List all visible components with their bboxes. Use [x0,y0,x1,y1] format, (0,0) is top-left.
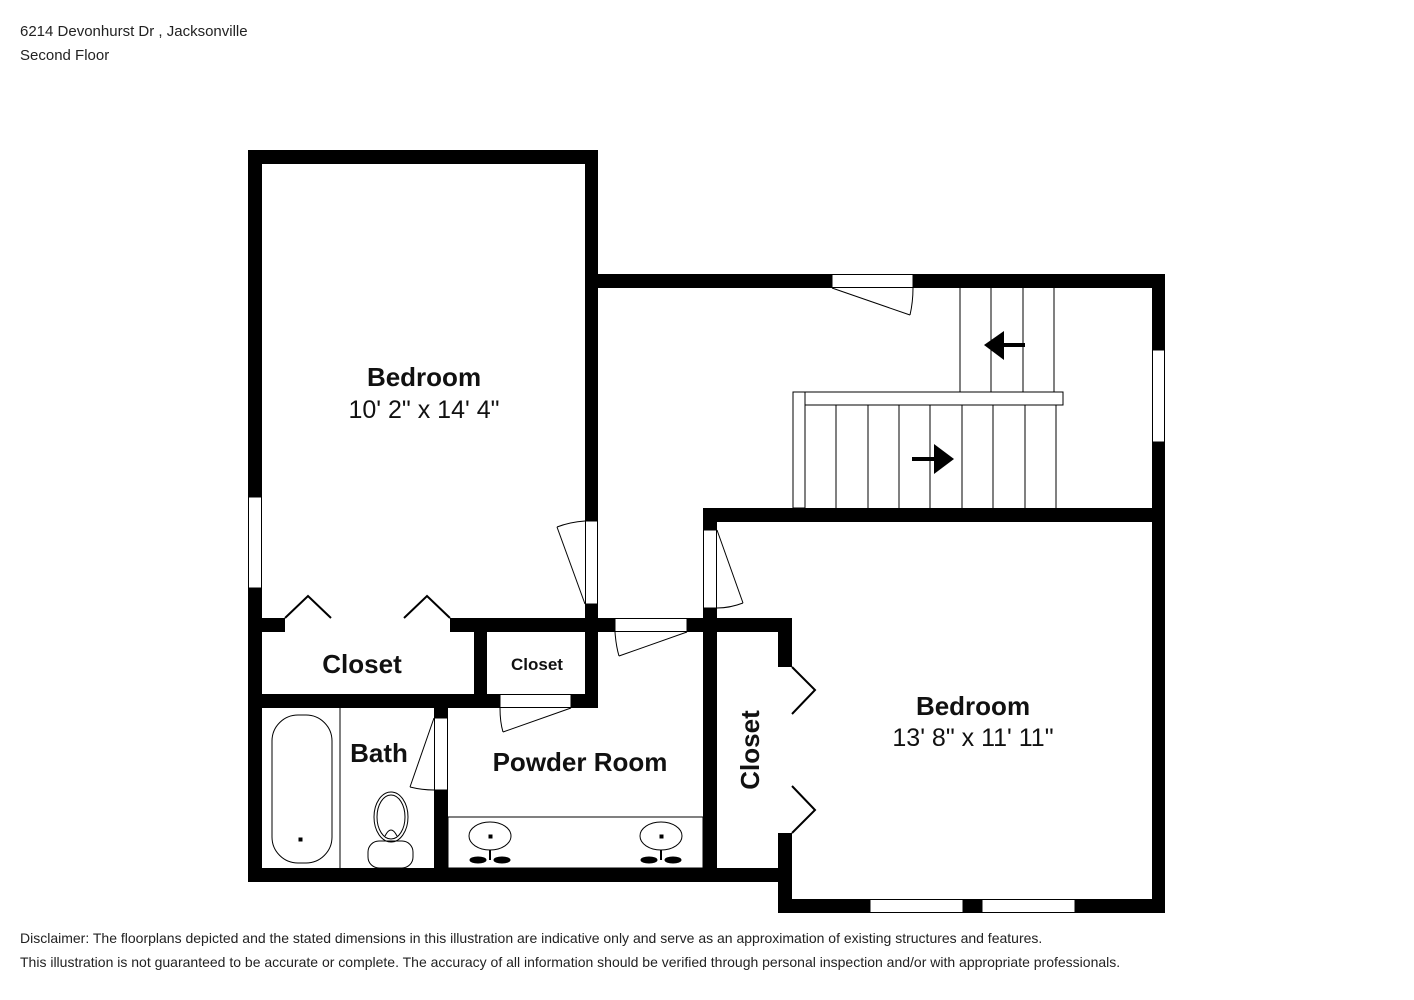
door-bedroom2 [703,529,744,609]
sink-icon-2 [639,821,683,864]
doors [284,274,914,834]
vanity [447,816,704,869]
windows [248,349,1165,913]
bathtub-icon [271,714,333,864]
stair-arrow-right-icon [912,444,954,474]
toilet-icon [367,791,414,869]
window-bedroom2-bottom-1 [869,899,964,913]
walls [248,150,1165,913]
door-bath [409,717,448,791]
door-hall-top [831,274,914,316]
room-label-closet-2: Closet [511,655,563,674]
room-label-bedroom-2: Bedroom [916,691,1030,721]
floor-label: Second Floor [20,47,110,64]
window-bedroom2-bottom-2 [981,899,1076,913]
bifold-door-closet1 [284,594,451,619]
window-hall-right [1152,349,1165,443]
window-bedroom1-left [248,496,262,589]
door-closet2 [499,694,572,733]
room-label-closet-1: Closet [322,649,402,679]
room-label-bedroom-1: Bedroom [367,362,481,392]
room-dimensions-bedroom-1: 10' 2" x 14' 4" [348,396,499,424]
room-label-closet-3: Closet [735,710,765,790]
bath-fixtures [271,708,414,869]
disclaimer-line-2: This illustration is not guaranteed to b… [20,954,1121,970]
door-bedroom1 [556,520,598,605]
sink-icon-1 [468,821,512,864]
room-label-powder-room: Powder Room [493,747,668,777]
room-label-bath: Bath [350,738,408,768]
bifold-door-closet3 [791,666,817,834]
stair-arrow-left-icon [984,331,1025,360]
door-powder-hall [614,618,688,657]
disclaimer-line-1: Disclaimer: The floorplans depicted and … [20,930,1043,946]
property-address: 6214 Devonhurst Dr , Jacksonville [20,23,248,40]
staircase [792,288,1064,509]
room-dimensions-bedroom-2: 13' 8" x 11' 11" [892,724,1053,752]
